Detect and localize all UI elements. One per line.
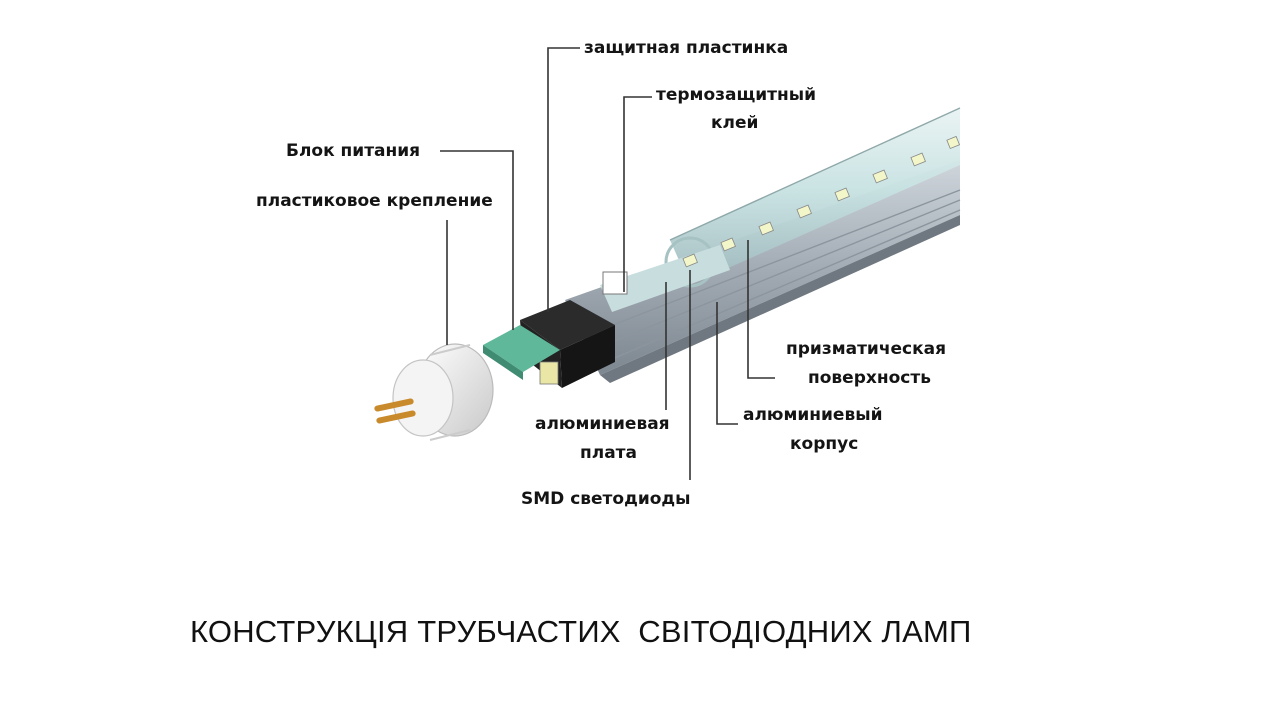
label-thermal-glue: термозащитный xyxy=(656,85,816,105)
label-aluminum-board-line2: плата xyxy=(580,443,637,463)
label-plastic-mount: пластиковое крепление xyxy=(256,191,493,211)
smd-led xyxy=(910,152,926,167)
label-thermal-glue-line2: клей xyxy=(711,113,758,133)
label-aluminum-case-line2: корпус xyxy=(790,434,858,454)
label-smd-leds: SMD светодиоды xyxy=(521,489,691,509)
smd-led-row xyxy=(682,135,961,268)
smd-led xyxy=(834,187,850,202)
label-prismatic-surface-line2: поверхность xyxy=(808,368,931,388)
driver-pcb xyxy=(483,325,560,380)
smd-led xyxy=(682,253,698,268)
label-aluminum-case: алюминиевый xyxy=(743,405,883,425)
smd-led xyxy=(720,237,736,252)
label-prismatic-surface: призматическая xyxy=(786,339,946,359)
label-protective-plate: защитная пластинка xyxy=(584,38,788,58)
slide-title: КОНСТРУКЦІЯ ТРУБЧАСТИХ СВІТОДІОДНИХ ЛАМП xyxy=(190,614,972,649)
plastic-end-cap xyxy=(392,343,494,441)
leader-lines xyxy=(440,47,775,480)
smd-led xyxy=(872,169,888,184)
label-power-block: Блок питания xyxy=(286,141,420,161)
smd-led xyxy=(758,221,774,236)
lamp-pins xyxy=(374,398,416,424)
smd-led xyxy=(946,135,961,150)
smd-led xyxy=(796,204,812,219)
label-aluminum-board: алюминиевая xyxy=(535,414,670,434)
